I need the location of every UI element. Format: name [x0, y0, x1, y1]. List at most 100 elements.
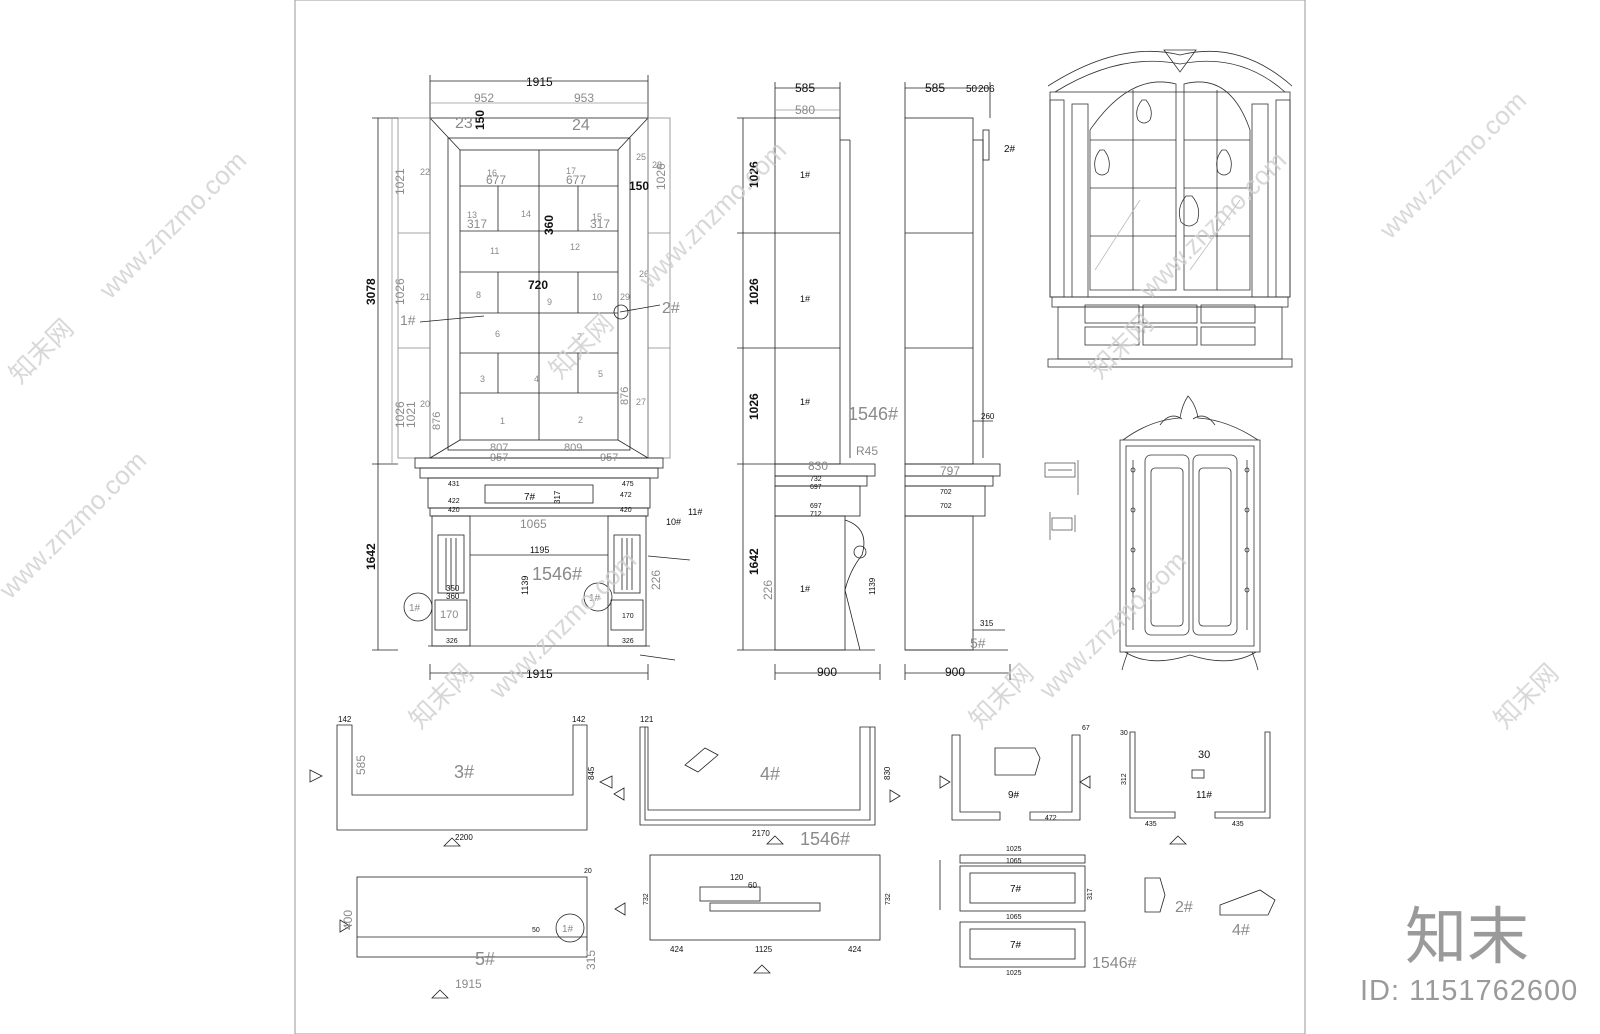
side-b-dim-702a: 702 [940, 489, 952, 496]
front-sec-height-1: 1021 [393, 168, 407, 195]
front-part-21: 21 [420, 292, 430, 302]
side-a-ref-code: 1546# [848, 404, 898, 424]
profile-center-dim-732a: 732 [643, 893, 650, 905]
front-dim-807: 807 [490, 442, 508, 454]
front-dim-350: 350 [446, 584, 460, 593]
profile-4-height: 830 [883, 766, 892, 780]
profile-4s-label: 4# [1232, 922, 1250, 939]
side-a-sub-height: 226 [761, 580, 775, 600]
cabinet-armoire-illustration [1119, 395, 1261, 671]
side-b-width-bottom: 900 [945, 665, 965, 679]
front-part-1: 1 [500, 416, 505, 426]
side-b-callout-5: 5# [970, 635, 986, 651]
front-part-15: 15 [592, 212, 602, 222]
profile-9-dim-472: 472 [1045, 815, 1057, 822]
profile-center-dim-424b: 424 [848, 945, 862, 954]
front-callout-10: 10# [666, 517, 681, 527]
front-width-bottom: 1915 [526, 667, 553, 681]
detail-profiles-small [1044, 460, 1079, 540]
front-opening-width: 1195 [530, 545, 549, 555]
watermark-brand-6: 知末网 [963, 658, 1039, 734]
side-elevation-a [737, 82, 881, 680]
front-part-25: 25 [636, 152, 646, 162]
front-part-4: 4 [534, 374, 539, 384]
front-callout-1b: 1# [589, 593, 601, 604]
front-dim-957b: 957 [600, 452, 618, 464]
brand-id-label: ID: 1151762600 [1360, 975, 1579, 1007]
profile-4-width: 2170 [752, 829, 770, 838]
profile-center-dim-120: 120 [730, 873, 744, 882]
side-a-width-bottom: 900 [817, 665, 837, 679]
front-opening-height: 1139 [520, 576, 530, 595]
side-a-dim-697a: 697 [810, 484, 822, 491]
side-a-height-2: 1026 [747, 278, 761, 305]
front-part-28: 28 [652, 160, 662, 170]
side-a-radius: R45 [856, 444, 878, 458]
front-inner-width: 720 [528, 278, 548, 292]
front-sec-height-2: 1026 [393, 278, 407, 305]
profile-5-width: 1915 [455, 977, 482, 991]
profile-3-lip-right: 142 [572, 715, 586, 724]
watermarks: www.znzmo.com 知末网 www.znzmo.com www.znzm… [0, 85, 1564, 734]
front-shelf-height: 360 [542, 215, 556, 235]
watermark-brand-5: 知末网 [1083, 308, 1159, 384]
front-callout-11: 11# [688, 507, 702, 517]
watermark-site-2: www.znzmo.com [0, 445, 152, 605]
profile-5-label: 5# [475, 949, 495, 969]
front-dim-677a: 677 [486, 173, 506, 187]
front-dim-317c: 317 [553, 490, 562, 504]
front-part-22: 22 [420, 167, 430, 177]
front-part-10: 10 [592, 292, 602, 302]
front-part-29: 29 [620, 292, 630, 302]
watermark-brand-4: 知末网 [403, 658, 479, 734]
profile-labels: 3# 585 845 142 142 2200 4# 121 830 2170 … [338, 715, 1250, 991]
front-half-width-right: 953 [574, 91, 594, 105]
front-half-width-left: 952 [474, 91, 494, 105]
profile-11-dim-30a: 30 [1120, 730, 1128, 737]
watermark-site-7: www.znzmo.com [1372, 85, 1532, 245]
front-dim-226: 226 [649, 570, 663, 590]
profile-5-dim-315: 315 [584, 950, 598, 970]
profile-3-width: 2200 [455, 833, 473, 842]
front-dim-809: 809 [564, 442, 582, 454]
profile-9-label: 9# [1008, 790, 1020, 801]
front-dim-420a: 420 [448, 507, 460, 514]
side-b-dim-702b: 702 [940, 503, 952, 510]
front-width-top: 1915 [526, 75, 553, 89]
brand-logo-text: 知末 [1405, 900, 1529, 973]
front-dim-422: 422 [448, 498, 460, 505]
front-part-13: 13 [467, 210, 477, 220]
side-a-dim-1139: 1139 [868, 577, 877, 595]
front-dim-317a: 317 [467, 217, 487, 231]
profile-drawings [309, 724, 1276, 999]
side-b-dim-260: 260 [981, 412, 995, 421]
front-stile-width: 150 [473, 110, 487, 130]
watermark-brand-7: 知末网 [1488, 658, 1564, 734]
front-dim-170a: 170 [440, 609, 458, 621]
side-a-dim-830: 830 [808, 459, 828, 473]
side-a-width-top: 585 [795, 81, 815, 95]
cabinet-arched-illustration [1047, 49, 1293, 368]
front-part-8: 8 [476, 290, 481, 300]
front-dim-170b: 170 [622, 613, 634, 620]
profile-7-dim-1065b: 1065 [1006, 914, 1022, 921]
front-panel-label-left: 23 [455, 115, 473, 132]
profile-1-label: 1# [562, 924, 574, 935]
front-part-20: 20 [420, 399, 430, 409]
profile-11-dim-435a: 435 [1145, 821, 1157, 828]
side-a-panel-4: 1# [800, 584, 810, 594]
front-dim-420b: 420 [620, 507, 632, 514]
front-dim-876b: 876 [619, 387, 631, 405]
profile-7-dim-1065a: 1065 [1006, 858, 1022, 865]
front-dim-317b: 317 [590, 217, 610, 231]
side-a-height-3: 1026 [747, 393, 761, 420]
front-sec-height-right: 1026 [654, 163, 668, 190]
front-part-26: 26 [639, 269, 649, 279]
profile-3-lip-left: 142 [338, 715, 352, 724]
front-dim-876a: 876 [431, 412, 443, 430]
front-part-27: 27 [636, 397, 646, 407]
front-ref-code: 1546# [532, 564, 582, 584]
profile-center-dim-60: 60 [748, 881, 757, 890]
side-b-width-top: 585 [925, 81, 945, 95]
profile-11-label: 11# [1196, 790, 1212, 801]
